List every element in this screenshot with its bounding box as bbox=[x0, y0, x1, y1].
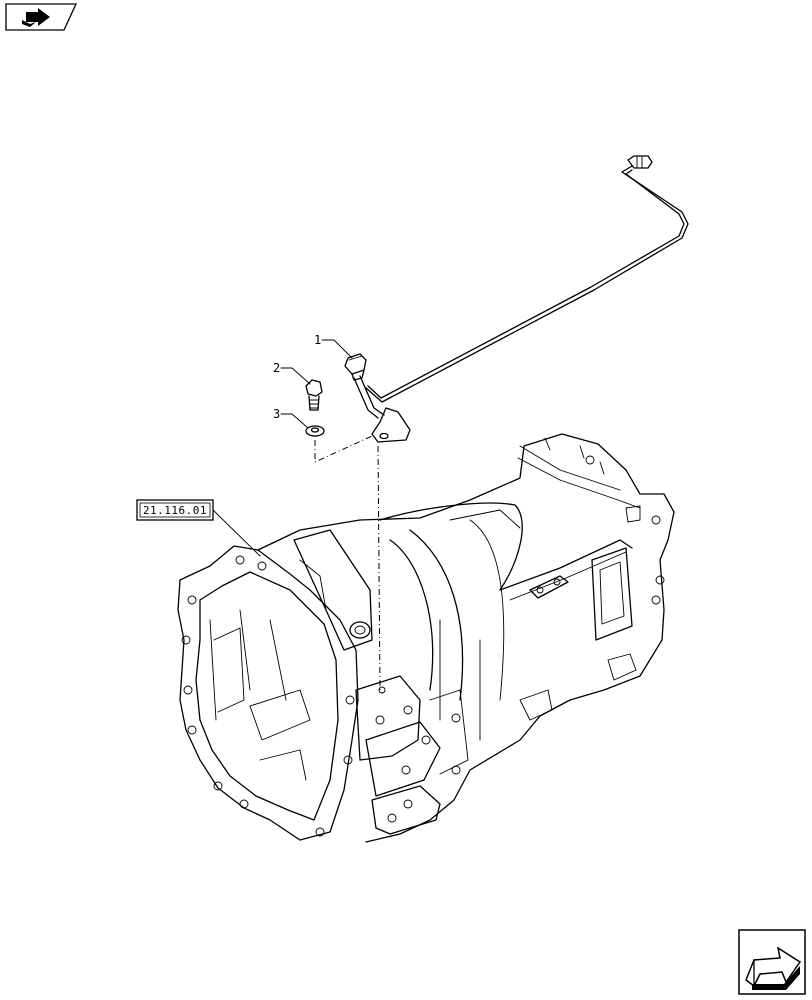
next-page-arrow-icon bbox=[745, 946, 802, 990]
next-page-button[interactable] bbox=[738, 929, 806, 995]
cross-reference-label: 21.116.01 bbox=[143, 504, 207, 517]
top-left-nav-badge[interactable] bbox=[5, 3, 78, 31]
book-arrow-icon bbox=[22, 8, 50, 27]
transmission-housing bbox=[177, 433, 675, 843]
callout-leaders bbox=[212, 339, 353, 557]
callout-1: 1 bbox=[314, 333, 321, 347]
bolt bbox=[305, 379, 323, 411]
washer bbox=[305, 425, 325, 437]
assembly-center-lines bbox=[314, 435, 381, 691]
callout-2: 2 bbox=[273, 361, 280, 375]
callout-3: 3 bbox=[273, 407, 280, 421]
oil-pipe-assembly bbox=[344, 155, 689, 443]
cross-reference-link[interactable]: 21.116.01 bbox=[136, 499, 214, 521]
